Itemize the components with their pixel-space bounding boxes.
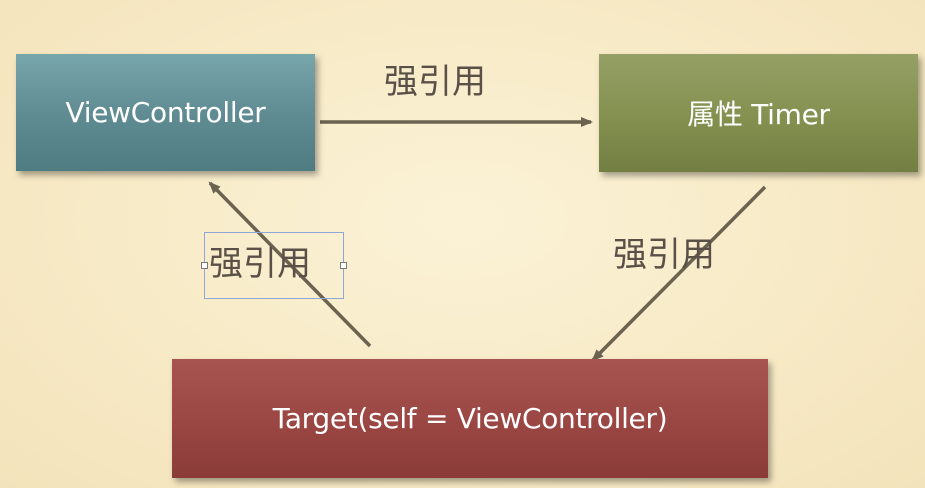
- view-controller-node[interactable]: ViewController: [16, 54, 315, 171]
- target-node[interactable]: Target(self = ViewController): [172, 359, 768, 478]
- edge-label-vc-to-timer: 强引用: [384, 62, 486, 102]
- edge-label-timer-to-target: 强引用: [613, 235, 715, 275]
- target-label: Target(self = ViewController): [272, 402, 668, 435]
- edge-label-target-to-vc[interactable]: 强引用: [209, 244, 311, 284]
- resize-handle-left[interactable]: [201, 262, 208, 269]
- resize-handle-right[interactable]: [340, 262, 347, 269]
- timer-label: 属性 Timer: [687, 98, 830, 131]
- timer-node[interactable]: 属性 Timer: [599, 54, 918, 172]
- text-selection-box[interactable]: [201, 232, 347, 299]
- view-controller-label: ViewController: [65, 96, 266, 129]
